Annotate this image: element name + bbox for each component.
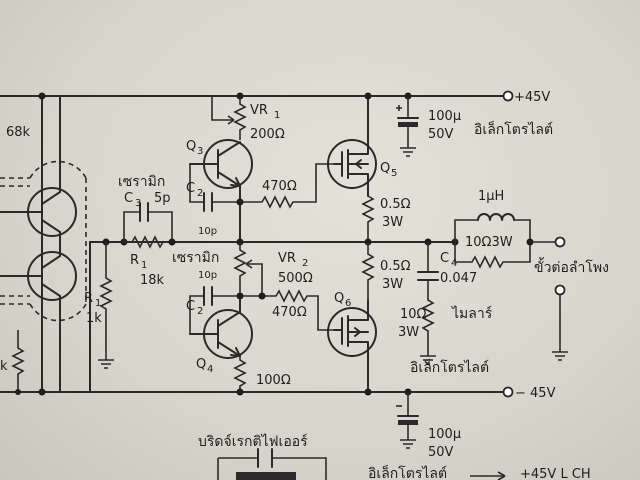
zobel-network [417, 238, 439, 365]
q3-sub: 3 [197, 146, 203, 157]
junction-dot [15, 389, 21, 395]
r1-left-value: 1k [86, 311, 102, 326]
q6-label: Q [334, 291, 344, 306]
mylar-label: ไมลาร์ [451, 305, 493, 322]
r-05-bottom-label: 0.5Ω [380, 259, 411, 274]
q6-sub: 6 [345, 298, 351, 309]
vr1-sub: 1 [274, 110, 280, 121]
c4-label: C [440, 251, 449, 266]
r-470-bottom-label: 470Ω [272, 305, 307, 320]
c3-value: 5p [154, 191, 171, 206]
bridge-rectifier-fragment [217, 448, 327, 480]
r-05-top-label: 0.5Ω [380, 197, 411, 212]
speaker-terminal-gnd [554, 284, 566, 296]
cap-100u-top [396, 92, 419, 157]
pos-terminal [502, 90, 514, 102]
c2-top-value: 10p [198, 226, 217, 237]
c4-value: 0.047 [440, 271, 477, 286]
neg-terminal [502, 386, 514, 398]
c2-bottom-value: 10p [198, 270, 217, 281]
cap-top-voltage: 50V [428, 127, 454, 142]
c2-top-sub: 2 [197, 188, 203, 199]
speaker-terminal-label: ขั้วต่อลำโพง [534, 257, 609, 276]
vr1-trimmer [211, 92, 247, 140]
left-bias-resistor [11, 330, 25, 392]
l1-resistor-label: 10Ω3W [465, 235, 513, 250]
vr2-value: 500Ω [278, 271, 313, 286]
cap-100u-bottom [396, 388, 419, 449]
q5-label: Q [380, 161, 390, 176]
electrolytic-label-top: อิเล็กโตรไลต์ [474, 120, 553, 138]
vr2-sub: 2 [302, 258, 308, 269]
q5-mosfet [327, 92, 377, 197]
cap-bottom-value: 100μ [428, 427, 461, 442]
neg-supply-label: − 45V [515, 386, 556, 401]
r-10-out-label: 10Ω [400, 307, 427, 322]
vr1-value: 200Ω [250, 127, 285, 142]
vr1-label: VR [250, 103, 268, 118]
l1-label: 1μH [478, 189, 504, 204]
q5-sub: 5 [391, 168, 397, 179]
r-05-top-watts: 3W [382, 215, 403, 230]
c2-bottom-label: C [186, 299, 195, 314]
r1-1k-resistor [98, 238, 114, 369]
c2-bottom-sub: 2 [197, 306, 203, 317]
q4-transistor [189, 295, 253, 396]
r-100-label: 100Ω [256, 373, 291, 388]
bridge-rectifier-label: บริดจ์เรกติไฟเออร์ [198, 433, 308, 450]
c2-bottom-capacitor [189, 286, 244, 334]
r-470-top-label: 470Ω [262, 179, 297, 194]
q4-sub: 4 [207, 364, 213, 375]
vr2-trimmer [233, 238, 263, 297]
r1-left-label: R [84, 291, 93, 306]
r-470-top [240, 163, 334, 209]
r-05-bottom-watts: 3W [382, 277, 403, 292]
r-68k-label: 68k [6, 125, 31, 140]
q3-label: Q [186, 139, 196, 154]
input-pair-enclosure [0, 160, 87, 322]
q3-transistor [189, 139, 253, 243]
cap-bottom-voltage: 50V [428, 445, 454, 460]
electrolytic-label-mid: อิเล็กโตรไลต์ [410, 358, 489, 376]
electrolytic-label-bottom: อิเล็กโตรไลต์ [368, 464, 447, 480]
c2-top-capacitor [189, 164, 244, 212]
speaker-ground [552, 295, 568, 361]
feedback-network [120, 202, 176, 249]
c4-sub: 4 [451, 258, 457, 269]
ceramic-label-top: เซรามิก [118, 174, 165, 190]
r-470-bottom [258, 289, 334, 331]
ceramic-label-mid: เซรามิก [172, 250, 219, 266]
c2-top-label: C [186, 181, 195, 196]
r-left-k-label: k [0, 359, 8, 374]
r-10-out-watts: 3W [398, 325, 419, 340]
input-transistor-2 [0, 241, 77, 393]
r1-top-sub: 1 [141, 260, 147, 271]
speaker-terminal-hot [554, 236, 566, 248]
r1-left-sub: 1 [95, 298, 101, 309]
r1-top-value: 18k [140, 273, 165, 288]
output-inductor [451, 213, 556, 269]
junction-dot [38, 388, 46, 396]
input-transistor-1 [0, 95, 77, 243]
q6-mosfet [327, 299, 377, 396]
lch-label: +45V L CH [520, 467, 591, 480]
q4-label: Q [196, 357, 206, 372]
junction-dot [38, 92, 46, 100]
r-05-top [361, 195, 375, 242]
c3-label: C [124, 191, 133, 206]
c3-sub: 3 [135, 198, 141, 209]
r1-top-label: R [130, 253, 139, 268]
pos-supply-label: +45V [514, 90, 550, 105]
vr2-label: VR [278, 251, 296, 266]
cap-top-value: 100μ [428, 109, 461, 124]
r-05-bottom [361, 242, 375, 300]
